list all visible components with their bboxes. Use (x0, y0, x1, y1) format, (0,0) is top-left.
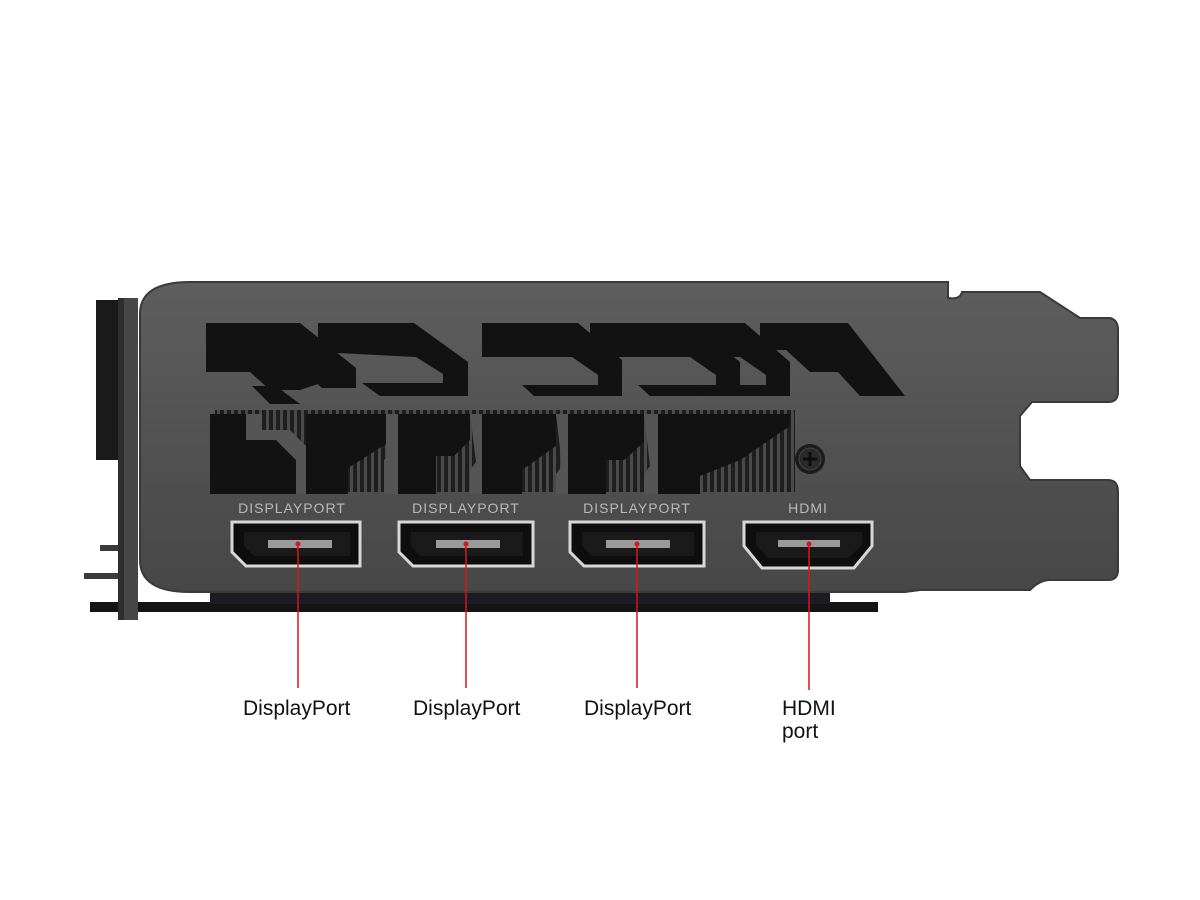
callout-label-hdmi-port: HDMI port (782, 697, 836, 743)
callout-label-line: DisplayPort (413, 697, 521, 720)
callout-label-displayport: DisplayPort (584, 697, 691, 720)
vent-bridges (246, 414, 658, 494)
callout-label-line: HDMI (782, 697, 836, 720)
silkscreen-label-dp1: DISPLAYPORT (238, 500, 346, 516)
callout-label-line: port (782, 720, 819, 743)
callout-label-displayport: DisplayPort (243, 697, 350, 720)
silkscreen-label-dp3: DISPLAYPORT (583, 500, 691, 516)
callout-label-line: DisplayPort (584, 697, 692, 720)
mounting-screw (795, 444, 825, 474)
vent-row-bottom (210, 414, 790, 494)
callout-label-line: DisplayPort (243, 697, 351, 720)
silkscreen-label-hdmi: HDMI (788, 500, 828, 516)
callout-label-displayport: DisplayPort (413, 697, 520, 720)
vent-row-top (206, 323, 905, 404)
silkscreen-label-dp2: DISPLAYPORT (412, 500, 520, 516)
pcb (84, 298, 878, 620)
callout-lines (295, 541, 812, 690)
